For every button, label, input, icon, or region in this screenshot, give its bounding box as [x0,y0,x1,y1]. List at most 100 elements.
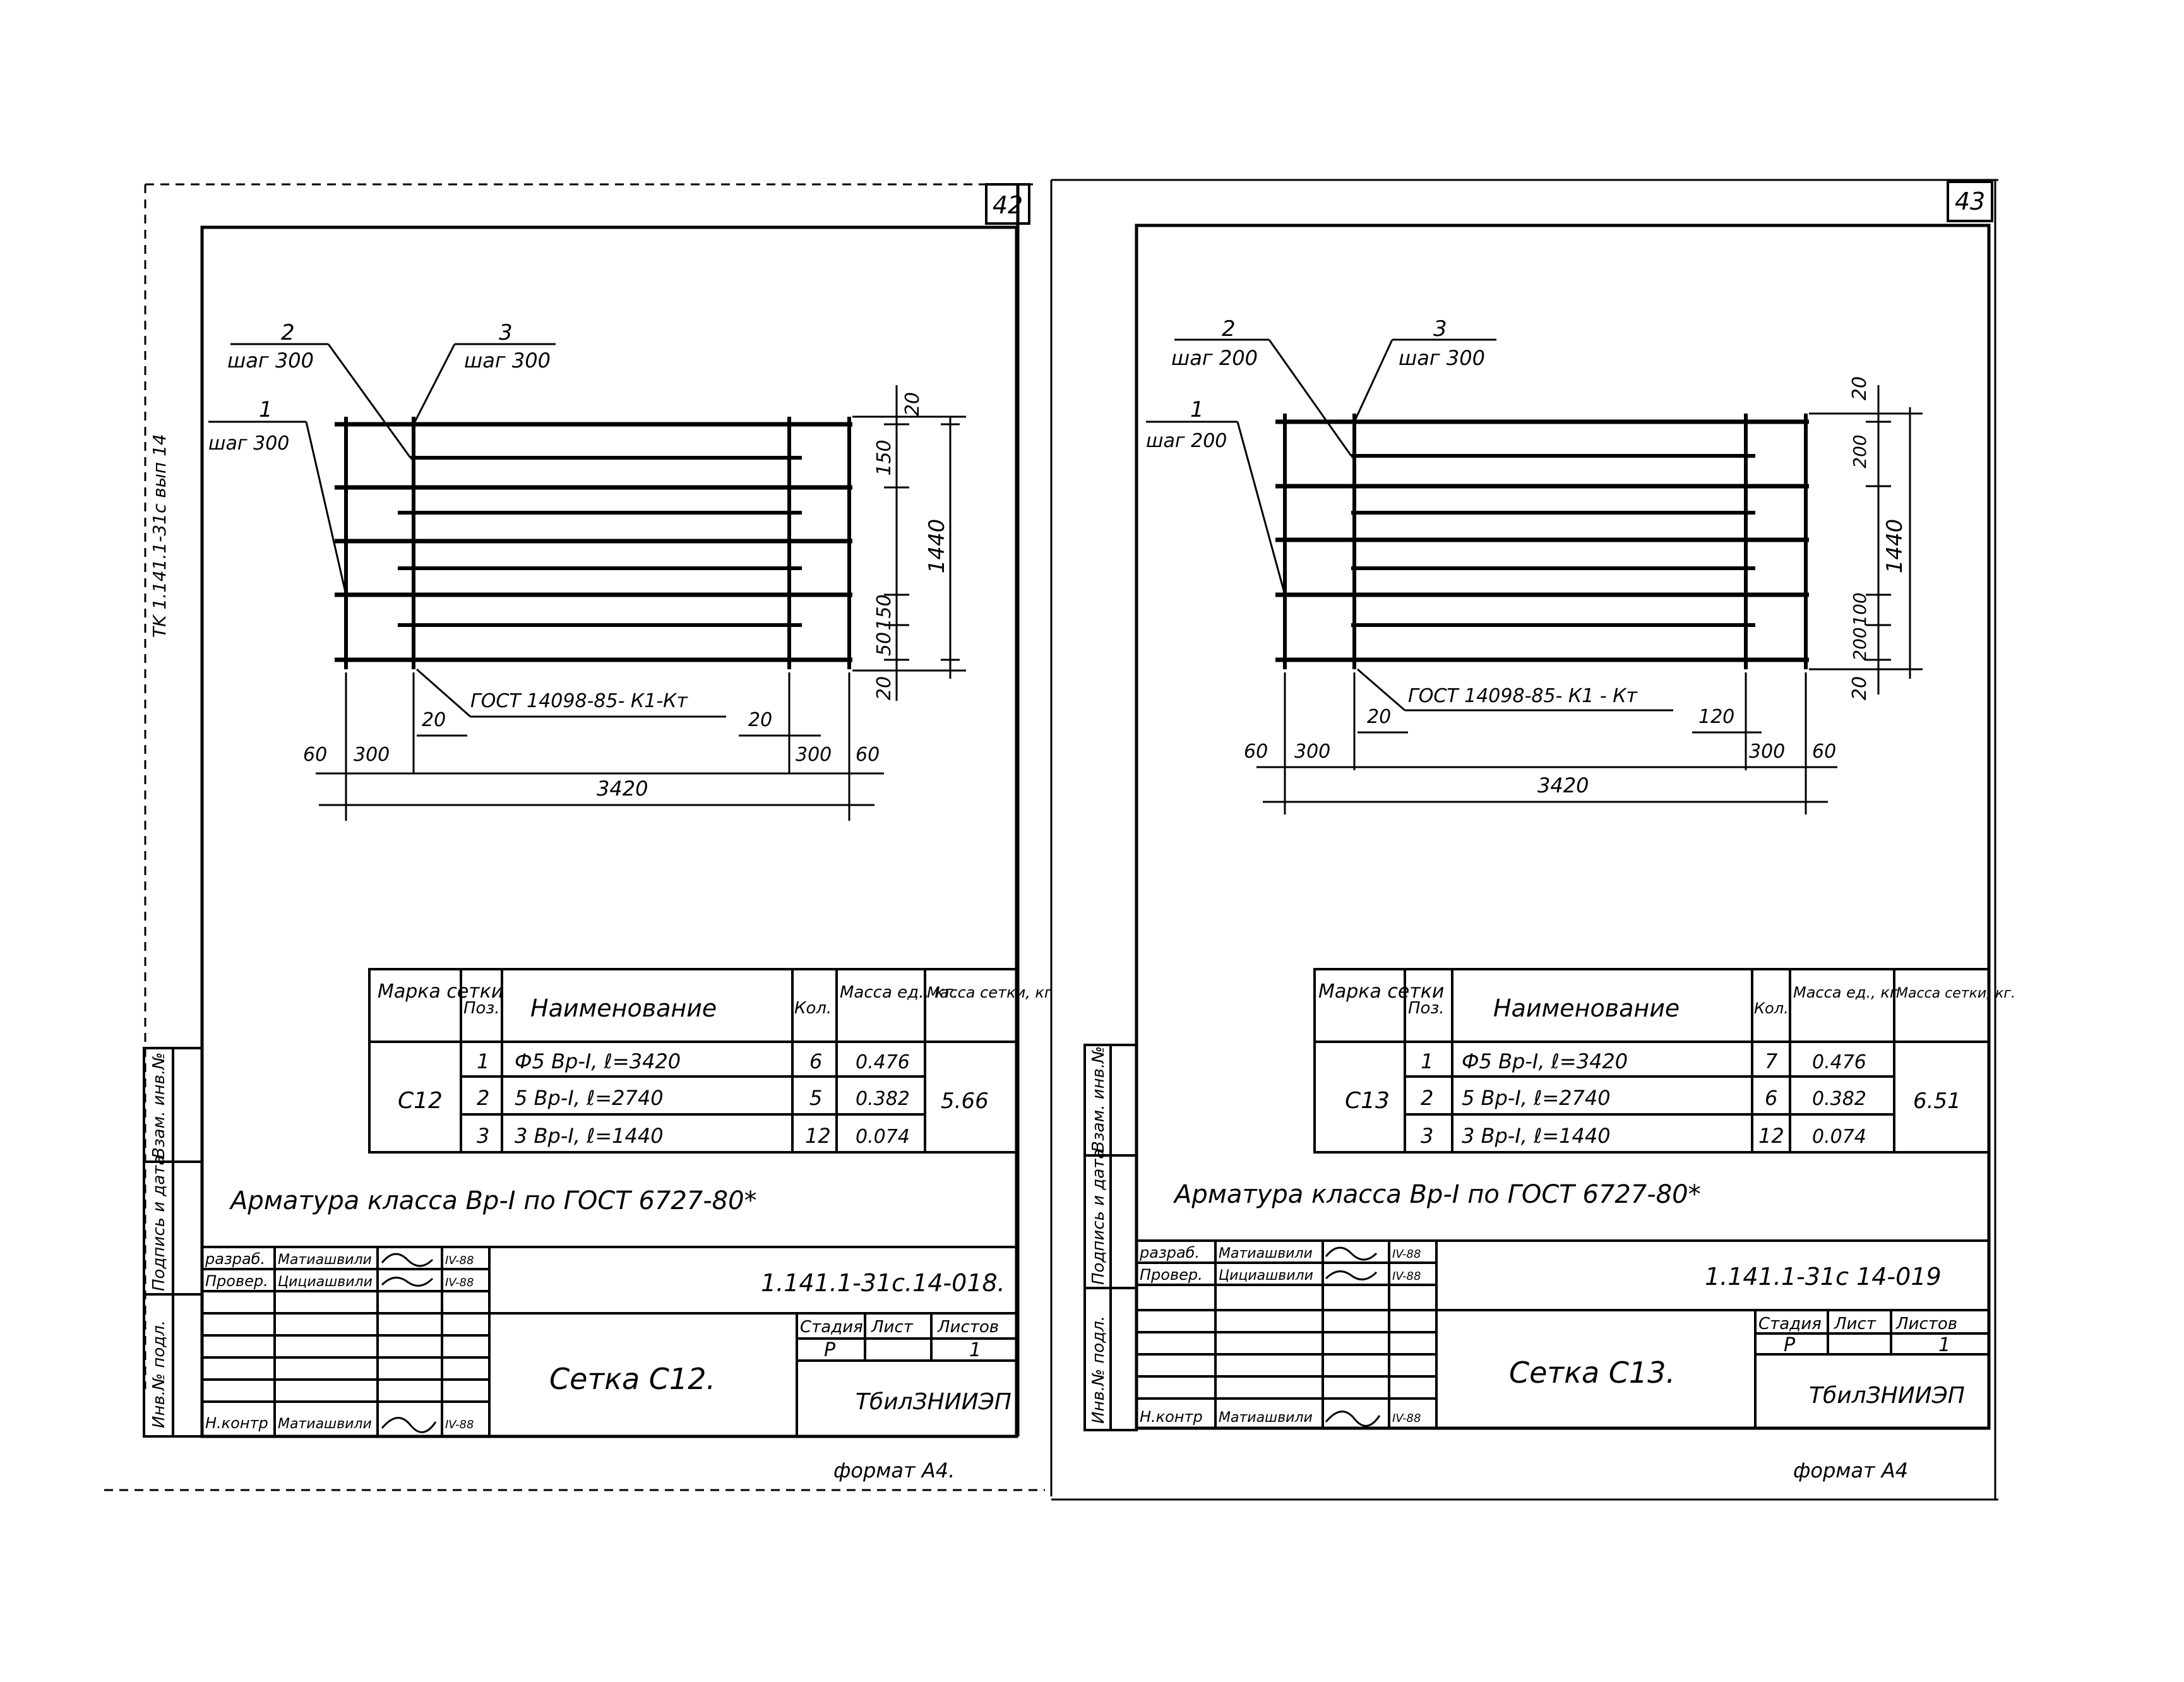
sheet-43-row-1-mass: 0.476 [1812,1051,1866,1073]
sheet-43-stage: Р [1784,1334,1796,1356]
sheet-43-th-qty: Кол. [1754,999,1789,1017]
sheet-43-dim-right-bottom: 20 [1849,676,1871,700]
sheet-43-callout-1-text: шаг 200 [1146,430,1227,452]
sheet-43-date-3: IV-88 [1392,1412,1421,1425]
sheet-43-name-3: Матиашвили [1219,1410,1313,1426]
sheet-42-doc-code: 1.141.1-31с.14-018. [761,1269,1005,1297]
sheet-42-dim-20a: 20 [422,709,446,731]
sheet-43-callout-3-text: шаг 300 [1399,346,1485,370]
sheet-42-bottom-dims [316,672,884,821]
sheet-42-role-3: Н.контр [205,1414,268,1432]
sheet-43-note: Арматура класса Вр-I по ГОСТ 6727-80* [1173,1180,1701,1209]
sheet-43-doc-code: 1.141.1-31с 14-019 [1705,1263,1942,1291]
sheet-43-signatures [1325,1246,1381,1427]
sheet-43-title-block [1137,1239,1989,1428]
top-note: TK 1.141.1-31c вып 14 [149,434,170,638]
sheet-42-sheet-h: Лист [871,1318,914,1337]
sheet-42-callout-lines [208,343,726,718]
sheet-42-side-3: Взам. инв.№ [150,1053,169,1159]
sheet-42-row-2-mass: 0.382 [856,1088,910,1110]
sheet-42-signatures [381,1253,437,1433]
sheet-43-callout-1-num: 1 [1190,397,1204,422]
sheet-43-row-2-name: 5 Вр-I, ℓ=2740 [1462,1086,1611,1110]
sheet-43-row-3-mass: 0.074 [1812,1126,1866,1148]
sheet-42-dim-right-150b: 150 [873,594,895,630]
sheet-43-row-2-qty: 6 [1765,1086,1777,1110]
sheet-42-name-3: Матиашвили [278,1416,372,1432]
sheet-42-format: формат А4. [833,1458,955,1482]
sheet-43-date-1: IV-88 [1392,1248,1421,1261]
sheet-43-th-mass-unit: Масса ед., кг [1793,984,1898,1001]
sheet-43-row-1-qty: 7 [1765,1049,1778,1073]
sheet-42-number-box [985,183,1030,225]
sheet-43-callout-3-num: 3 [1433,316,1447,342]
sheet-42-th-mass-unit: Масса ед., кг. [840,983,958,1002]
sheet-42-dim-60b: 60 [856,744,880,766]
sheet-43-callout-lines [1146,338,1673,712]
sheet-43-row-3-qty: 12 [1758,1124,1784,1148]
sheet-43-th-pos: Поз. [1408,999,1445,1018]
sheet-42-mass-total: 5.66 [941,1089,989,1114]
sheet-42-dim-300a: 300 [354,744,390,766]
sheet-42-spec-table [368,968,1018,1154]
sheet-42-mark: С12 [398,1088,443,1114]
sheet-43-mesh [1275,414,1809,669]
sheet-43-sheet-h: Лист [1834,1315,1877,1333]
sheet-43-side-3: Взам. инв.№ [1089,1046,1108,1152]
sheet-42-dim-right-top: 20 [902,392,924,416]
sheet-42-dim-right-total: 1440 [924,519,950,574]
sheet-43-role-2: Провер. [1140,1266,1203,1284]
sheet-43-title: Сетка С13. [1509,1356,1675,1390]
sheet-42-title: Сетка С12. [549,1362,715,1396]
sheet-43-th-name: Наименование [1493,994,1680,1022]
sheet-42-row-3-mass: 0.074 [856,1126,910,1148]
sheet-42-role-2: Провер. [205,1272,268,1290]
sheet-42-dim-300b: 300 [796,744,832,766]
sheet-43-format: формат А4 [1793,1458,1908,1482]
sheet-42-row-2-pos: 2 [477,1086,489,1110]
sheet-43-dim-total: 3420 [1537,773,1589,797]
sheet-43-dim-60b: 60 [1812,741,1836,763]
sheet-42-callout-3-text: шаг 300 [464,349,551,373]
sheet-43-row-2-pos: 2 [1421,1086,1433,1110]
sheet-43-side-strip [1083,1044,1138,1431]
sheet-43-sheets: 1 [1938,1334,1950,1356]
sheet-43-th-mark: Марка сетки [1318,981,1444,1003]
sheet-43-bottom-dims [1256,672,1837,814]
sheet-42-callout-3-num: 3 [499,320,513,345]
sheet-43-spec-table [1313,968,1990,1154]
sheet-43-dim-right-top: 20 [1849,376,1871,400]
sheet-42-dim-20b: 20 [748,709,772,731]
sheet-43-stage-h: Стадия [1758,1315,1822,1333]
sheet-42: 42 2 ш [143,183,1053,1482]
sheet-43-dim-right-200b: 200 [1849,627,1870,660]
sheet-43-date-2: IV-88 [1392,1270,1421,1283]
sheet-42-gost-label: ГОСТ 14098-85- К1-Кт [470,690,688,712]
sheet-42-stage: Р [824,1339,836,1361]
sheet-42-name-1: Матиашвили [278,1252,372,1268]
sheet-43-callout-2-num: 2 [1222,316,1236,342]
sheet-43-row-3-pos: 3 [1421,1124,1433,1148]
sheet-42-date-2: IV-88 [445,1276,474,1289]
sheet-42-th-pos: Поз. [463,999,500,1018]
sheet-42-date-1: IV-88 [445,1254,474,1267]
sheet-42-dim-60a: 60 [303,744,327,766]
sheet-43-dim-60a: 60 [1244,741,1268,763]
sheet-43-sheets-h: Листов [1895,1315,1957,1333]
sheet-42-sheets: 1 [969,1339,981,1361]
sheet-43-th-mass-mesh: Масса сетки, кг. [1896,986,2015,1001]
sheet-43-dim-300a: 300 [1294,741,1330,763]
sheet-43-dim-300b: 300 [1749,741,1785,763]
sheet-42-row-3-pos: 3 [477,1124,489,1148]
sheet-42-th-mark: Марка сетки [378,981,503,1003]
sheet-42-mesh [335,417,852,669]
sheet-43-frame [1135,224,1991,1430]
sheet-42-dim-right-150a: 150 [873,439,895,475]
sheet-42-dim-right-bottom: 20 [873,676,895,700]
sheet-42-name-2: Цициашвили [278,1274,373,1290]
sheet-42-callout-1-text: шаг 300 [208,432,289,455]
sheet-43-dim-right-total: 1440 [1882,519,1907,574]
sheet-42-stage-h: Стадия [800,1318,863,1337]
sheet-43-dim-20b: 120 [1698,706,1734,728]
